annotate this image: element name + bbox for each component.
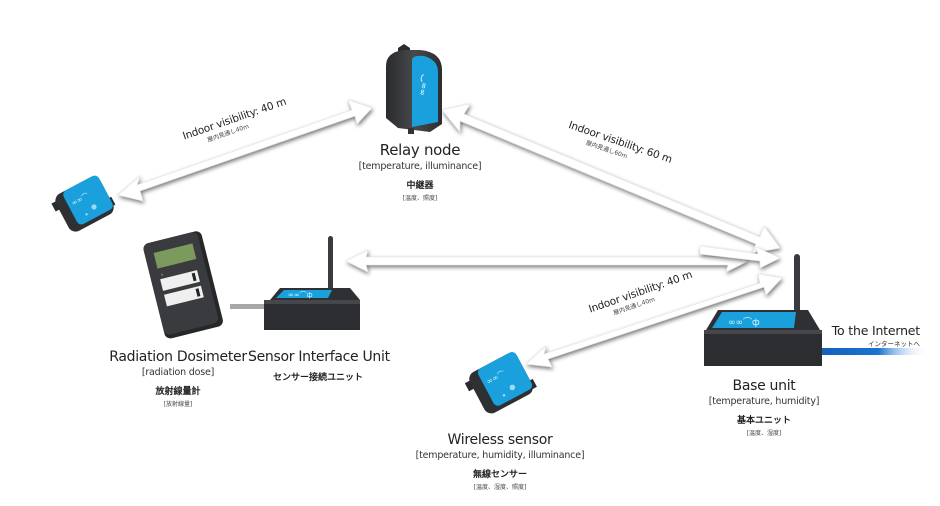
wireless-sensor-sensors-ja: [温度、湿度、照度] <box>473 484 527 491</box>
relay-node-sensors-ja: [温度、照度] <box>402 195 438 202</box>
base-unit-sensors-ja: [温度、湿度] <box>746 430 782 437</box>
internet-label-ja: インターネットへ <box>868 340 920 348</box>
base-unit-name-ja: 基本ユニット <box>736 416 791 426</box>
base-unit-name: Base unit <box>732 378 796 394</box>
svg-text:∞∞⌒ф: ∞∞⌒ф <box>728 317 760 328</box>
link-relay-base-arrow <box>441 103 781 254</box>
base-unit-sensors: [temperature, humidity] <box>708 396 820 407</box>
relay-node-sensors: [temperature, illuminance] <box>358 161 482 172</box>
dosimeter-icon <box>143 231 223 339</box>
cable <box>230 304 268 309</box>
dosimeter-name-ja: 放射線量計 <box>155 387 201 397</box>
link-sensor-base-arrow <box>525 273 783 368</box>
wireless-sensor-icon: ∞∞⌒ <box>464 352 537 414</box>
svg-text:∞∞⌒: ∞∞⌒ <box>416 73 430 96</box>
relay-node-name: Relay node <box>379 141 461 159</box>
relay-node-name-ja: 中継器 <box>406 181 434 191</box>
wireless-sensor-name-ja: 無線センサー <box>472 470 527 480</box>
internet-label: To the Internet インターネットへ <box>800 323 920 348</box>
wireless-sensor-label: Wireless sensor [temperature, humidity, … <box>400 432 600 491</box>
link-sensor-relay-arrow <box>117 99 373 202</box>
dosimeter-label: Radiation Dosimeter [radiation dose] 放射線… <box>108 349 248 408</box>
dosimeter-sensors-ja: [放射線量] <box>163 401 193 408</box>
sensor-interface-unit-name-ja: センサー接続ユニット <box>272 373 363 383</box>
link-interface-base-arrow <box>345 249 749 273</box>
base-unit-icon: ∞∞⌒ф <box>704 254 822 366</box>
base-unit-label: Base unit [temperature, humidity] 基本ユニット… <box>694 378 834 437</box>
sensor-interface-unit-name: Sensor Interface Unit <box>248 349 390 365</box>
left-sensor-icon: ∞∞⌒ <box>51 175 116 232</box>
sensor-interface-unit-icon: ∞∞⌒ф <box>264 236 360 330</box>
relay-node-label: Relay node [temperature, illuminance] 中継… <box>330 141 510 202</box>
link-base-extra-arrow <box>699 245 781 269</box>
dosimeter-sensors: [radiation dose] <box>141 367 215 378</box>
internet-label-en: To the Internet <box>831 323 920 338</box>
internet-line <box>818 348 928 355</box>
dosimeter-name: Radiation Dosimeter <box>109 349 247 365</box>
wireless-sensor-name: Wireless sensor <box>447 432 553 448</box>
sensor-interface-unit-label: Sensor Interface Unit センサー接続ユニット <box>248 349 390 383</box>
wireless-sensor-sensors: [temperature, humidity, illuminance] <box>415 450 585 461</box>
relay-node-icon: ∞∞⌒ <box>386 44 442 134</box>
svg-text:∞∞⌒ф: ∞∞⌒ф <box>288 291 313 299</box>
